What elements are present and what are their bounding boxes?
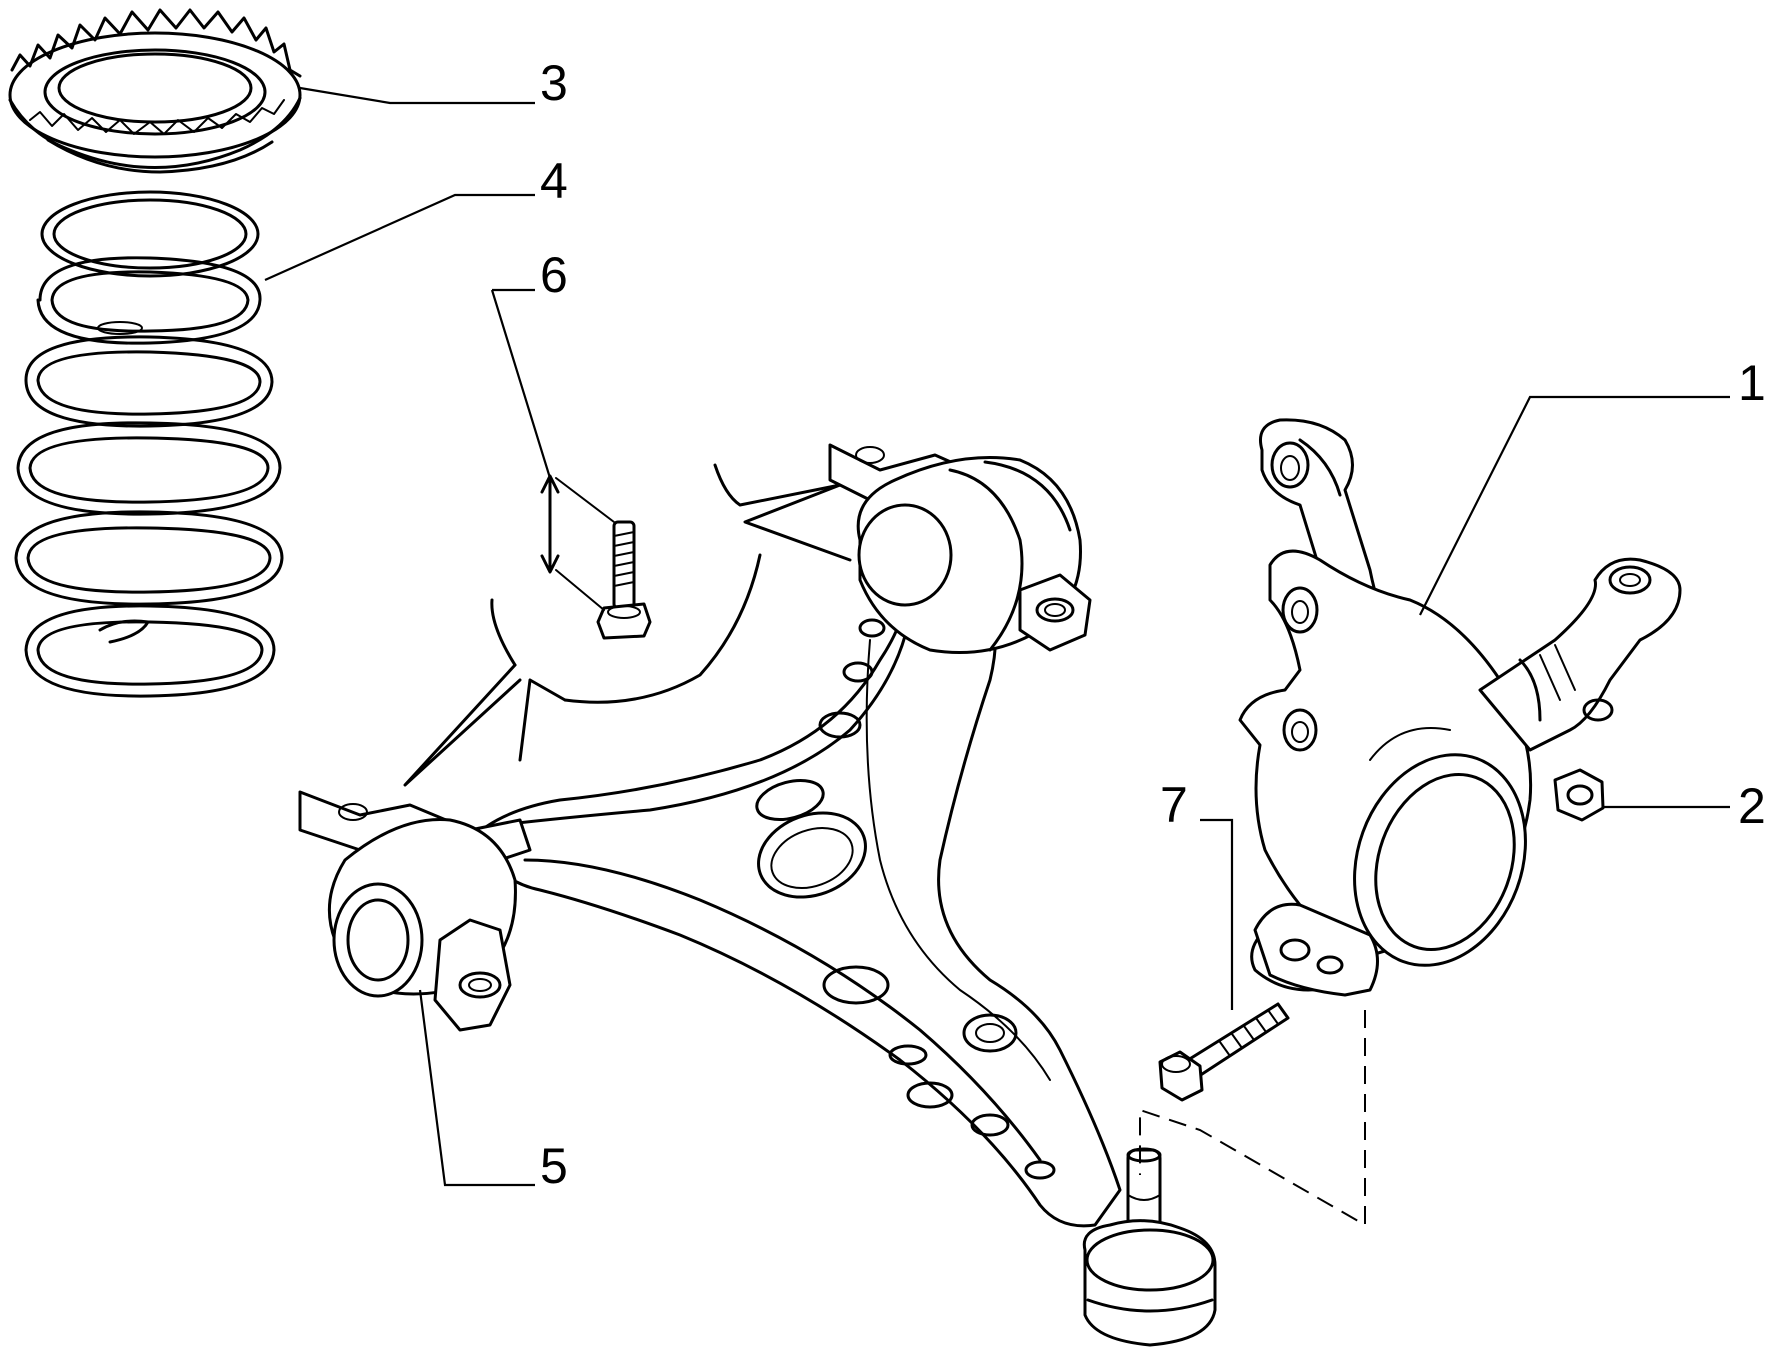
- bolt-part-7: [1158, 1002, 1290, 1102]
- control-arm-part: [298, 443, 1217, 1347]
- coil-spring-part: [14, 190, 284, 698]
- callout-7: 7: [1160, 777, 1188, 833]
- leader-line-7: [1200, 818, 1234, 1010]
- leader-line-4: [264, 193, 535, 282]
- leader-line-3: [299, 86, 535, 105]
- callout-6: 6: [540, 247, 568, 303]
- leader-line-5: [418, 989, 535, 1187]
- callout-labels: 1 2 3 4 5 6 7: [540, 55, 1766, 1194]
- assembly-guide-lines: [1139, 1010, 1366, 1227]
- leader-line-1: [1419, 395, 1730, 616]
- callout-3: 3: [540, 55, 568, 111]
- callout-5: 5: [540, 1138, 568, 1194]
- bolt-part-6: [540, 474, 652, 640]
- spring-seat-part: [8, 8, 302, 174]
- leader-lines: [264, 86, 1730, 1187]
- steering-knuckle-part: [1238, 418, 1682, 997]
- callout-1: 1: [1738, 355, 1766, 411]
- leader-line-6: [490, 288, 552, 479]
- detail-zoom-burst: [403, 463, 852, 787]
- nut-part: [1553, 768, 1605, 822]
- callout-4: 4: [540, 153, 568, 209]
- callout-2: 2: [1738, 778, 1766, 834]
